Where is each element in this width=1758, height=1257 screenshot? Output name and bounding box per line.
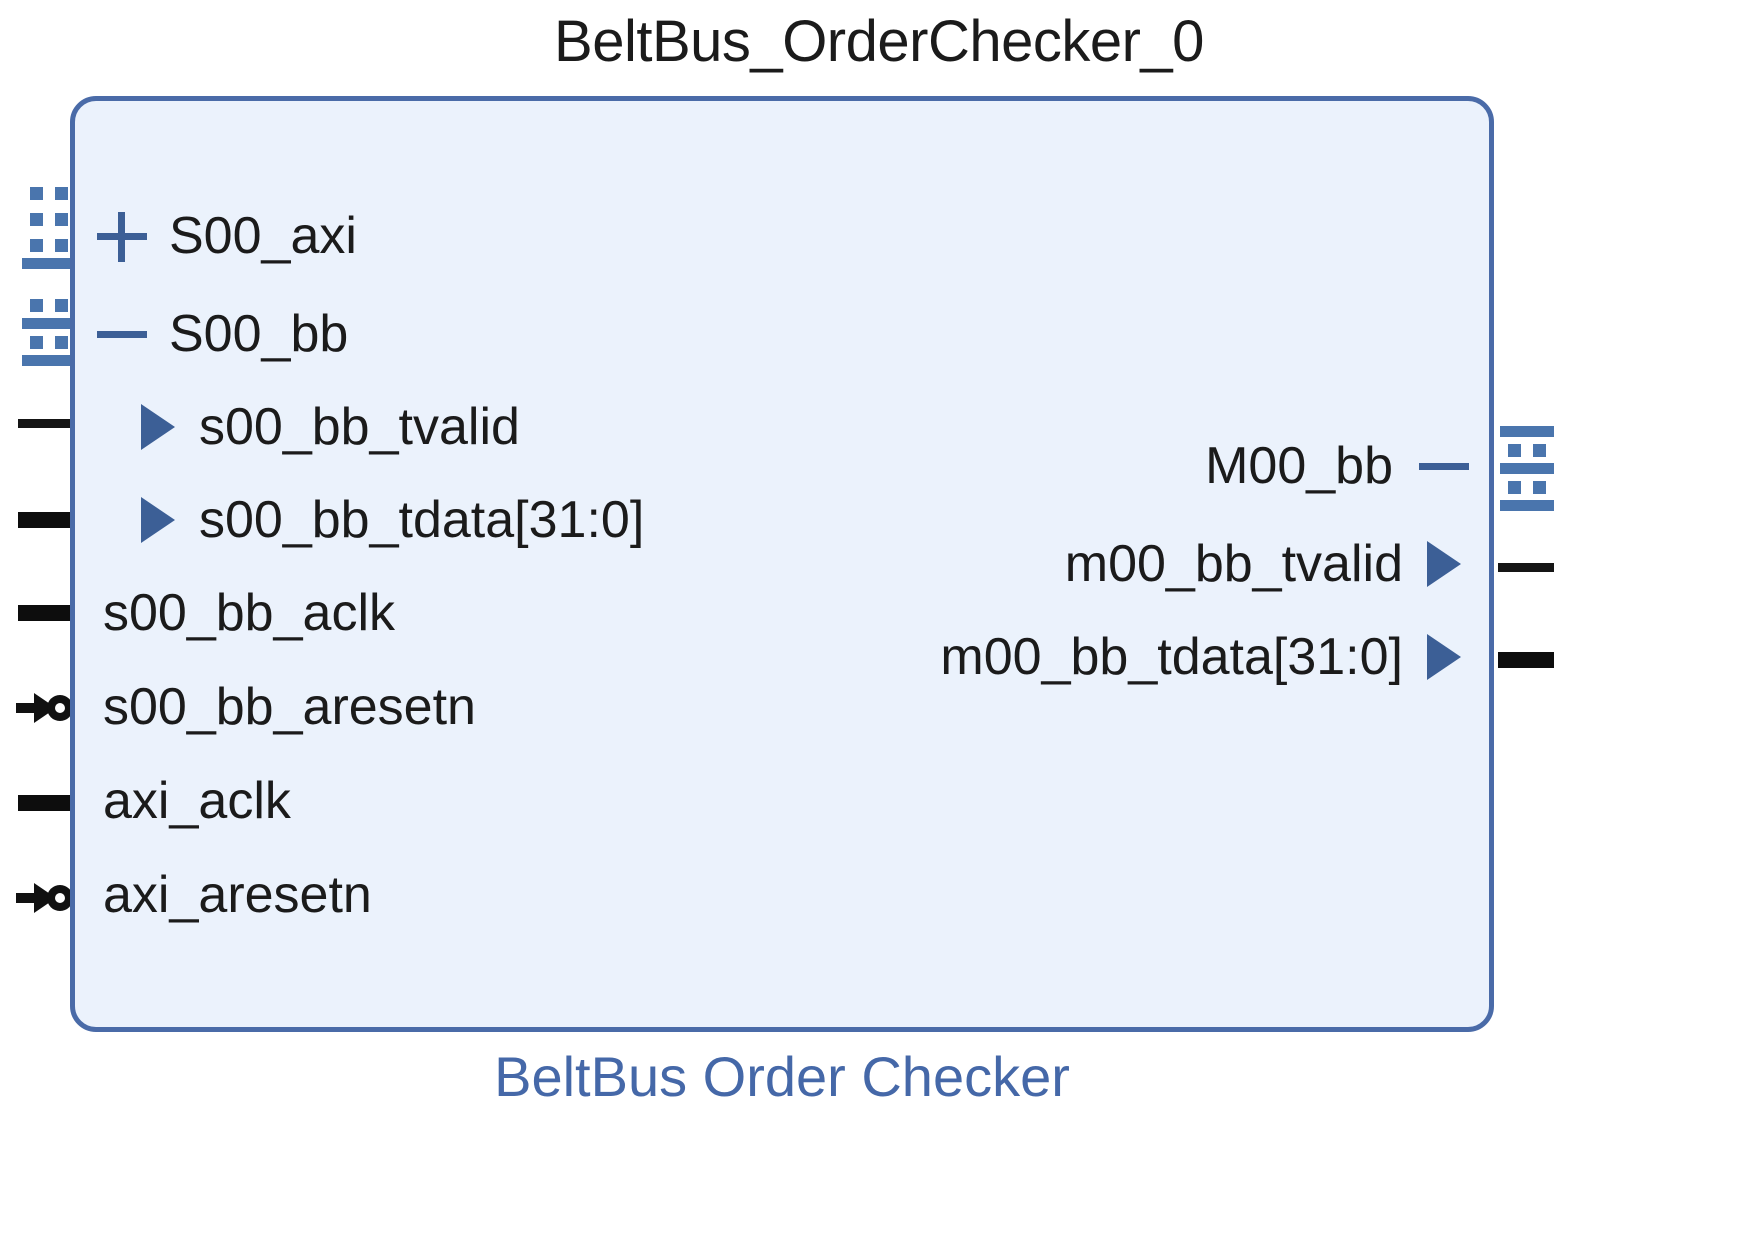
bus-dot [30,213,43,226]
connector-s00-bb-aclk[interactable] [18,605,74,621]
port-row-m00-bb-tdata[interactable]: m00_bb_tdata[31:0] [940,631,1461,683]
port-row-s00-bb-tdata[interactable]: s00_bb_tdata[31:0] [95,494,644,546]
port-label-s00-bb: S00_bb [169,305,349,363]
signal-arrow-icon [141,404,175,450]
bus-bar [1500,500,1554,511]
port-row-s00-axi[interactable]: S00_axi [95,209,357,263]
bus-dots [22,292,76,318]
page-title: BeltBus_OrderChecker_0 [554,9,1204,74]
connector-s00-bb-tvalid[interactable] [18,419,74,428]
bus-bar [22,355,76,366]
connector-m00-bb-tvalid[interactable] [1498,563,1554,572]
bus-bar [22,258,76,269]
port-label-s00-bb-tdata: s00_bb_tdata[31:0] [199,491,645,549]
port-label-m00-bb-tdata: m00_bb_tdata[31:0] [940,628,1403,686]
bus-dot [55,299,68,312]
connector-m00-bb-tdata[interactable] [1498,652,1554,668]
port-row-s00-bb-aclk[interactable]: s00_bb_aclk [103,587,395,639]
bus-dot [30,336,43,349]
port-label-s00-bb-aclk: s00_bb_aclk [103,584,395,642]
connector-axi-aclk[interactable] [18,795,74,811]
bus-dot [30,187,43,200]
port-label-m00-bb: M00_bb [1205,437,1393,495]
collapse-minus-icon[interactable] [95,307,149,361]
block-caption: BeltBus Order Checker [494,1045,1070,1108]
port-row-s00-bb[interactable]: S00_bb [95,307,348,361]
port-row-m00-bb[interactable]: M00_bb [1205,439,1471,493]
port-label-s00-bb-tvalid: s00_bb_tvalid [199,398,520,456]
bus-dots [22,206,76,232]
collapse-minus-icon[interactable] [1417,439,1471,493]
bus-dot [1533,481,1546,494]
signal-arrow-icon [1427,634,1461,680]
port-row-s00-bb-aresetn[interactable]: s00_bb_aresetn [103,681,476,733]
port-label-axi-aresetn: axi_aresetn [103,866,372,924]
bus-dots [1500,474,1554,500]
bus-dots [1500,437,1554,463]
bus-dot [1533,444,1546,457]
signal-arrow-icon [141,497,175,543]
ip-block-body[interactable]: S00_axi S00_bb s00_bb_tvalid s00_bb_tdat… [70,96,1494,1032]
bus-bar [1500,426,1554,437]
connector-s00-bb-tdata[interactable] [18,512,74,528]
connector-s00-axi-bus[interactable] [22,180,76,269]
port-label-s00-bb-aresetn: s00_bb_aresetn [103,678,476,736]
bus-dot [1508,444,1521,457]
bus-dots [22,329,76,355]
port-row-axi-aclk[interactable]: axi_aclk [103,775,291,827]
connector-s00-bb-bus[interactable] [22,292,76,366]
port-row-s00-bb-tvalid[interactable]: s00_bb_tvalid [95,401,520,453]
bus-dot [55,336,68,349]
connector-m00-bb-bus[interactable] [1500,426,1554,511]
signal-arrow-icon [1427,541,1461,587]
bus-connector-icon [1500,426,1554,511]
bus-dot [55,213,68,226]
bus-dot [1508,481,1521,494]
bus-bar [1500,463,1554,474]
port-label-axi-aclk: axi_aclk [103,772,291,830]
bus-bar [22,318,76,329]
bus-connector-icon [22,180,76,269]
bus-dots [22,232,76,258]
port-label-s00-axi: S00_axi [169,207,357,265]
bus-dots [22,180,76,206]
port-row-m00-bb-tvalid[interactable]: m00_bb_tvalid [1065,538,1461,590]
port-label-m00-bb-tvalid: m00_bb_tvalid [1064,535,1403,593]
bus-dot [55,239,68,252]
bus-dot [55,187,68,200]
bus-connector-icon [22,292,76,366]
bus-dot [30,299,43,312]
expand-plus-icon[interactable] [95,209,149,263]
port-row-axi-aresetn[interactable]: axi_aresetn [103,869,372,921]
bus-dot [30,239,43,252]
